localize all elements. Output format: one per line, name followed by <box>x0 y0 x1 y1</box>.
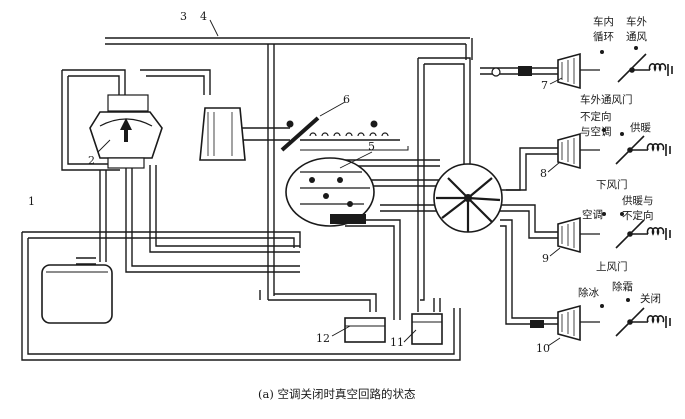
vacuum-servo <box>89 94 163 169</box>
part-number-7: 7 <box>541 79 548 92</box>
part-number-5: 5 <box>368 140 375 153</box>
part-number-1: 1 <box>28 195 35 208</box>
vacuum-actuator <box>199 107 246 161</box>
leader-lines <box>97 19 563 347</box>
label-heat8: 供暖 <box>630 121 651 134</box>
door-valve-8 <box>557 132 600 170</box>
part-number-labels: 1 2 3 4 5 6 7 8 9 10 11 12 <box>28 10 550 355</box>
label-ac9: 空调 <box>582 208 603 221</box>
label-recirc-bot: 循环 <box>593 30 614 43</box>
part-number-4: 4 <box>200 10 207 23</box>
part-number-6: 6 <box>343 93 350 106</box>
part-number-12: 12 <box>316 332 330 345</box>
vacuum-actuator-12 <box>344 317 386 343</box>
part-number-2: 2 <box>88 154 95 167</box>
label-floor-door: 下风门 <box>596 178 628 191</box>
door-flaps <box>615 53 673 337</box>
label-close10: 关闭 <box>640 292 661 305</box>
part-number-10: 10 <box>536 342 550 355</box>
figure-caption: (a) 空调关闭时真空回路的状态 <box>258 387 416 401</box>
part-number-11: 11 <box>390 336 404 349</box>
label-heat9-a: 供暖与 <box>622 194 654 207</box>
line-connector <box>491 66 544 328</box>
label-fresh-top: 车外 <box>626 15 647 28</box>
label-upper-door: 上风门 <box>596 260 628 273</box>
part-number-8: 8 <box>540 167 547 180</box>
door-valve-10 <box>557 304 600 342</box>
vacuum-actuator-11 <box>411 313 443 345</box>
label-heat9-b: 不定向 <box>622 209 654 222</box>
part-number-9: 9 <box>542 252 549 265</box>
temperature-lever <box>280 116 409 152</box>
label-recirc-top: 车内 <box>593 15 614 28</box>
vacuum-reservoir <box>41 264 113 324</box>
position-labels: 车内 循环 车外 通风 车外通风门 不定向 与空调 供暖 下风门 空调 供暖与 … <box>578 15 661 305</box>
selector-valve <box>285 157 375 227</box>
label-fresh-door: 车外通风门 <box>580 93 633 106</box>
label-door8-a: 不定向 <box>580 110 612 123</box>
label-defrost: 除冰 <box>578 286 599 299</box>
label-door8-b: 与空调 <box>580 125 612 138</box>
door-valve-9 <box>557 216 600 254</box>
part-number-3: 3 <box>180 10 187 23</box>
door-valve-7 <box>557 52 600 90</box>
mode-selector-valve <box>433 163 503 233</box>
position-dots <box>600 46 638 308</box>
label-demist: 除霜 <box>612 280 633 293</box>
label-fresh-bot: 通风 <box>626 31 647 43</box>
